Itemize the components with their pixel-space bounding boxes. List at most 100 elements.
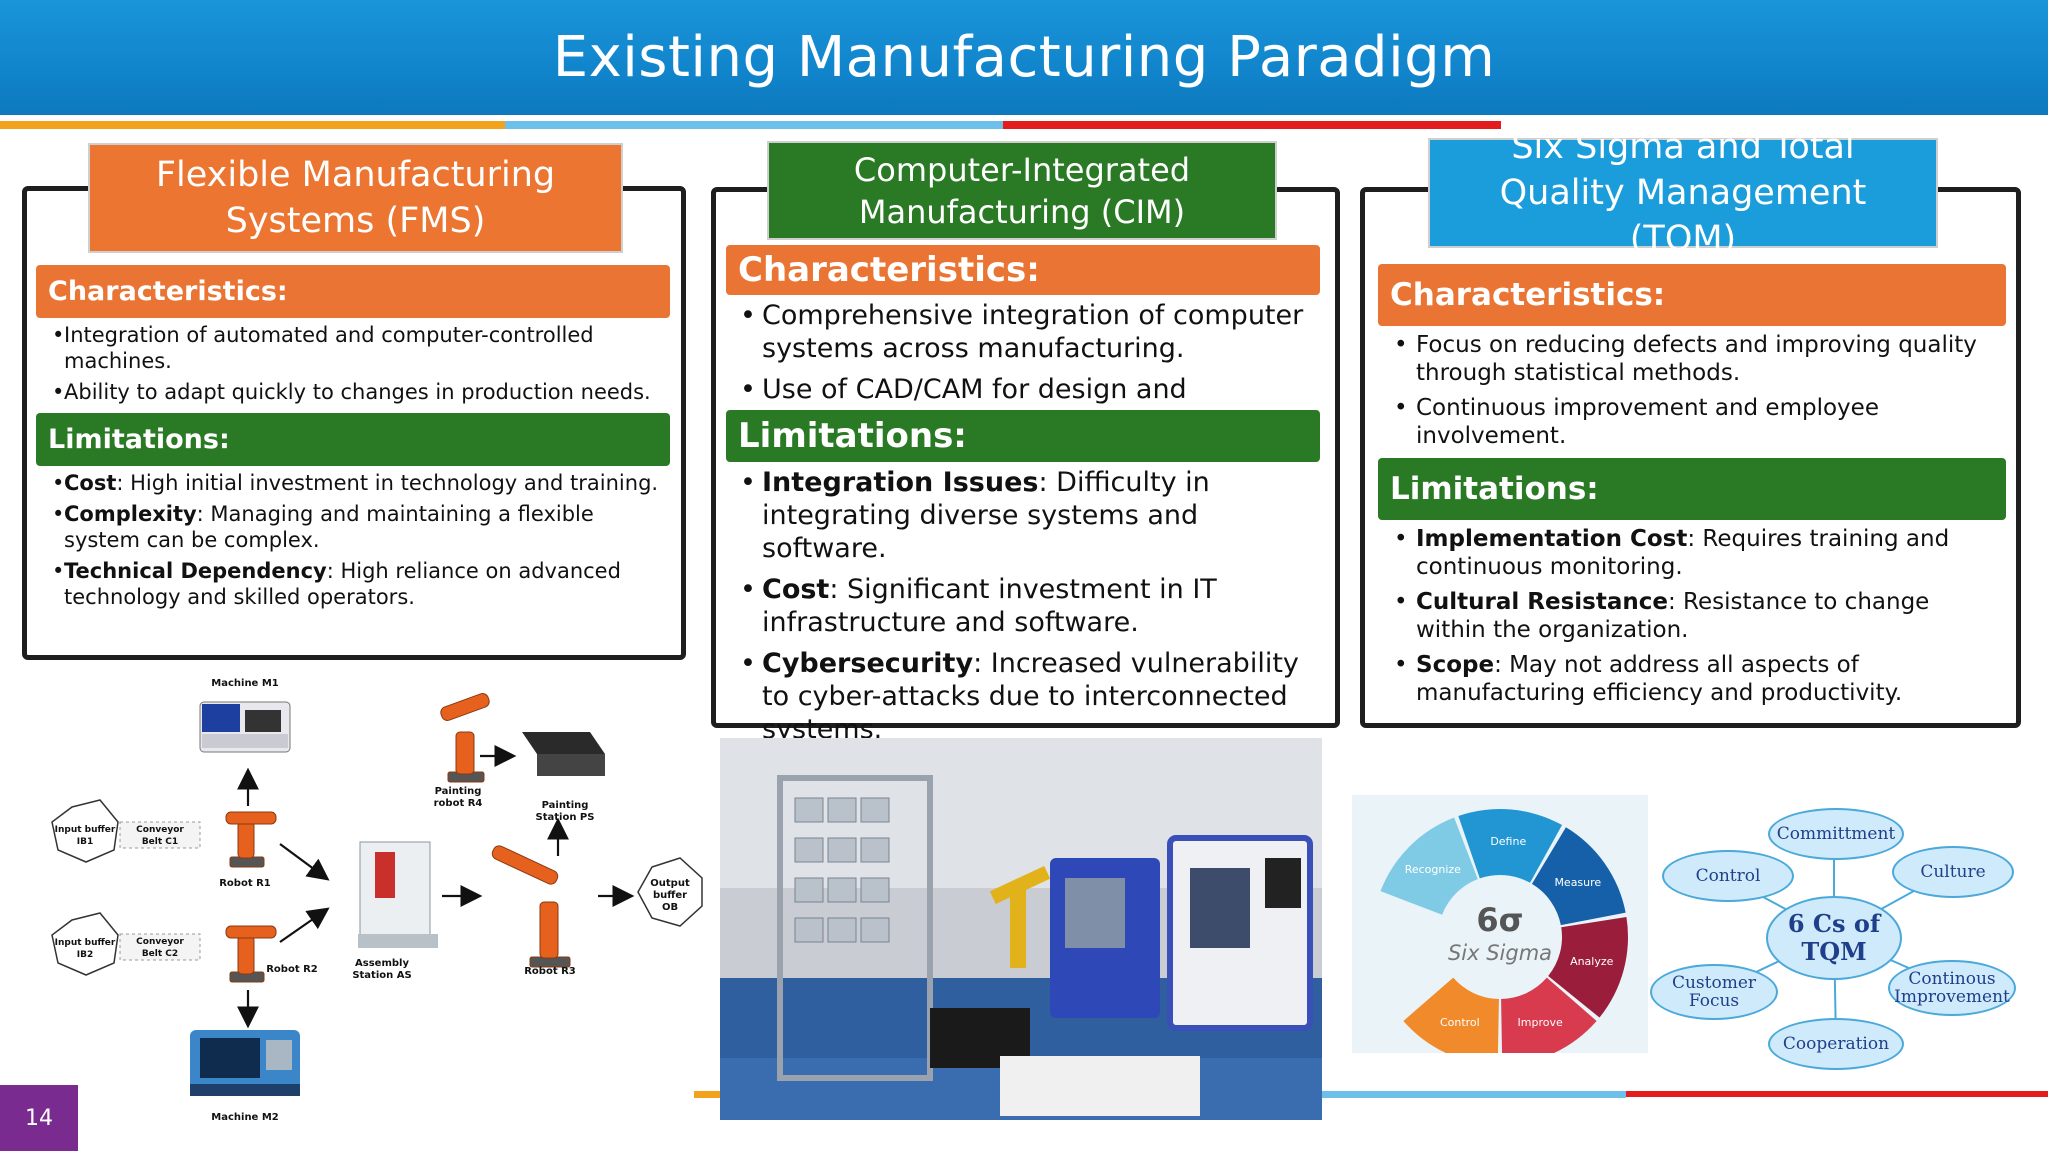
six-sigma-symbol: 6σ	[1476, 901, 1524, 939]
robot-r2	[225, 925, 277, 983]
painting-robot-r4	[440, 693, 490, 783]
limitation-term: Complexity	[64, 502, 197, 526]
list-item: Implementation Cost: Requires training a…	[1388, 525, 1998, 581]
limitation-text: : Resistance to change within the organi…	[1416, 589, 1930, 643]
list-item: Ability to adapt quickly to changes in p…	[52, 379, 652, 405]
label-painting-robot: Painting robot R4	[433, 786, 483, 809]
six-sigma-segment-label: Improve	[1517, 1016, 1563, 1030]
six-sigma-segment-label: Analyze	[1570, 954, 1614, 968]
tqm-node-control: Control	[1662, 850, 1794, 902]
tqm-limitations-list: Implementation Cost: Requires training a…	[1388, 525, 1998, 714]
list-item: Comprehensive integration of computer sy…	[736, 299, 1316, 365]
six-sigma-segment	[1501, 977, 1597, 1065]
tqm-characteristics-title: Characteristics:	[1390, 277, 1666, 313]
limitation-term: Cost	[762, 574, 830, 605]
six-sigma-name: Six Sigma	[1447, 941, 1553, 965]
machine-m1	[199, 701, 291, 753]
cim-characteristics-list: Comprehensive integration of computer sy…	[736, 299, 1316, 407]
label-machine-m2: Machine M2	[211, 1112, 279, 1123]
limitation-term: Implementation Cost	[1416, 526, 1688, 552]
robot-r1	[225, 811, 277, 868]
cim-factory-photo	[720, 738, 1322, 1120]
bottom-accent-red	[1626, 1091, 2048, 1097]
tqm-limitations-title: Limitations:	[1390, 471, 1599, 507]
limitation-text: : May not address all aspects of manufac…	[1416, 652, 1903, 706]
cim-characteristics-bar: Characteristics:	[726, 245, 1320, 295]
page-number: 14	[0, 1085, 78, 1151]
list-item: Scope: May not address all aspects of ma…	[1388, 651, 1998, 707]
label-input-buffer-2: Input buffer IB2	[54, 938, 116, 960]
tqm-node-label: Committment	[1776, 824, 1896, 844]
six-sigma-segment	[1548, 916, 1628, 1018]
slide-title: Existing Manufacturing Paradigm	[552, 25, 1496, 90]
limitation-term: Scope	[1416, 652, 1495, 678]
input-buffer-ib2	[51, 912, 119, 976]
list-item: Technical Dependency: High reliance on a…	[52, 558, 662, 610]
tqm-characteristics-list: Focus on reducing defects and improving …	[1388, 331, 1988, 457]
tqm-node-culture: Culture	[1892, 846, 2014, 898]
painting-station	[522, 732, 605, 776]
label-input-buffer-1: Input buffer IB1	[54, 825, 116, 847]
six-sigma-segment-label: Define	[1490, 835, 1527, 849]
tqm-node-label: Customer Focus	[1671, 973, 1757, 1011]
limitation-text: : Managing and maintaining a flexible sy…	[64, 502, 594, 552]
list-item: Focus on reducing defects and improving …	[1388, 331, 1988, 387]
label-robot-r1: Robot R1	[219, 878, 271, 889]
flow-arrows	[237, 745, 635, 1029]
list-item: Use of CAD/CAM for design and	[736, 373, 1316, 406]
limitation-term: Cultural Resistance	[1416, 589, 1668, 615]
list-item: Cybersecurity: Increased vulnerability t…	[736, 647, 1306, 746]
label-conveyor-2: Conveyor Belt C2	[136, 937, 184, 959]
tqm-characteristics-bar: Characteristics:	[1378, 264, 2006, 326]
list-item: Integration of automated and computer-co…	[52, 322, 652, 374]
fms-diagram-graphic	[51, 693, 703, 1096]
accent-stripe-blue	[505, 121, 1003, 129]
tqm-node-label: Cooperation	[1782, 1034, 1890, 1054]
tqm-node-commitment: Committment	[1768, 808, 1904, 860]
tqm-limitations-bar: Limitations:	[1378, 458, 2006, 520]
fms-limitations-bar: Limitations:	[36, 413, 670, 466]
fms-header: Flexible Manufacturing Systems (FMS)	[88, 143, 623, 253]
six-sigma-segment-label: Measure	[1554, 875, 1602, 889]
limitation-text: : Difficulty in integrating diverse syst…	[762, 467, 1210, 564]
limitation-term: Cybersecurity	[762, 648, 974, 679]
conveyor-belt-c2	[119, 933, 201, 961]
machine-m2	[190, 1030, 300, 1096]
cim-limitations-title: Limitations:	[738, 416, 967, 456]
list-item: Cost: High initial investment in technol…	[52, 470, 662, 496]
tqm-header-text: Six Sigma and Total Quality Management (…	[1499, 127, 1867, 259]
factory-photo-graphic	[720, 738, 1322, 1120]
output-buffer-ob	[637, 857, 703, 927]
label-machine-m1: Machine M1	[211, 678, 279, 689]
label-conveyor-1: Conveyor Belt C1	[136, 825, 184, 847]
robot-r3	[491, 845, 571, 968]
list-item: Complexity: Managing and maintaining a f…	[52, 501, 662, 553]
input-buffer-ib1	[51, 799, 119, 863]
bottom-accent-orange	[694, 1091, 720, 1098]
six-sigma-segment-label: Control	[1439, 1016, 1480, 1030]
limitation-term: Integration Issues	[762, 467, 1039, 498]
tqm-center-node: 6 Cs of TQM	[1766, 896, 1902, 980]
tqm-6cs-diagram: 6 Cs of TQM Committment Culture Continou…	[1648, 800, 2016, 1070]
accent-stripe-orange	[0, 121, 505, 129]
six-sigma-segment	[1380, 817, 1478, 915]
fms-characteristics-bar: Characteristics:	[36, 265, 670, 318]
tqm-node-customer-focus: Customer Focus	[1650, 964, 1778, 1020]
fms-layout-diagram: Machine M1 Machine M2 Painting robot R4 …	[30, 672, 710, 1132]
limitation-term: Cost	[64, 471, 117, 495]
label-robot-r3: Robot R3	[524, 966, 576, 977]
tqm-node-label: Continous Improvement	[1894, 969, 2010, 1007]
list-item: Continuous improvement and employee invo…	[1388, 394, 1988, 450]
list-item: Cultural Resistance: Resistance to chang…	[1388, 588, 1998, 644]
fms-header-text: Flexible Manufacturing Systems (FMS)	[155, 155, 556, 241]
six-sigma-segment-label: Recognize	[1404, 862, 1461, 876]
limitation-text: : High reliance on advanced technology a…	[64, 559, 621, 609]
fms-limitations-title: Limitations:	[48, 424, 230, 455]
tqm-node-label: Control	[1695, 866, 1761, 886]
cim-header: Computer-Integrated Manufacturing (CIM)	[767, 141, 1277, 240]
cim-limitations-list: Integration Issues: Difficulty in integr…	[736, 466, 1306, 754]
limitation-text: : Increased vulnerability to cyber-attac…	[762, 648, 1299, 745]
tqm-node-label: Culture	[1920, 862, 1986, 882]
fms-characteristics-title: Characteristics:	[48, 276, 288, 307]
